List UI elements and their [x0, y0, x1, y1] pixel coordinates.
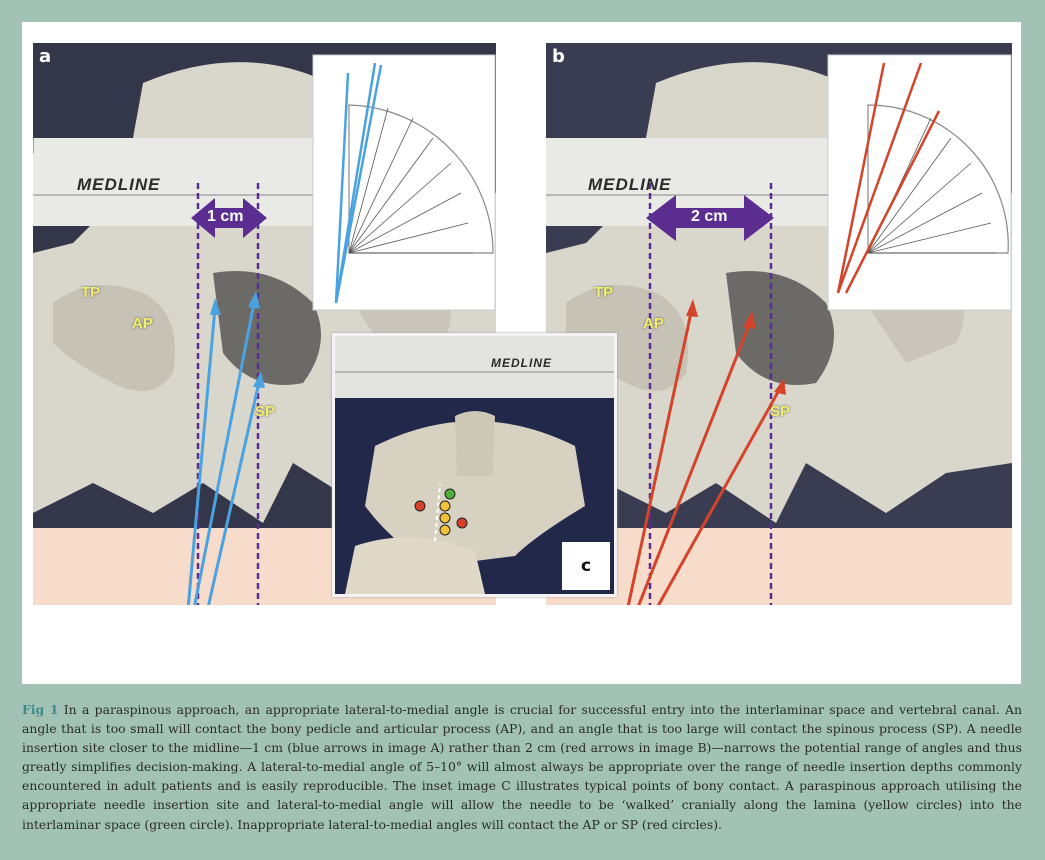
panel-a-letter: a: [39, 46, 52, 67]
panel-a-ruler-brand: MEDLINE: [77, 175, 161, 194]
panel-c-letter: c: [562, 542, 610, 590]
panel-a-label-sp: SP: [255, 403, 276, 420]
panel-b-ruler-brand: MEDLINE: [588, 175, 672, 194]
figure-caption: Fig 1 In a paraspinous approach, an appr…: [22, 700, 1022, 834]
panel-b-photo: b MEDLINE 2 cm TP AP SP: [546, 43, 1012, 605]
panel-c-image: [335, 336, 614, 594]
panel-a-photo: a MEDLINE 1 cm TP AP SP: [33, 43, 496, 605]
panel-b-letter: b: [552, 46, 565, 67]
panel-b-label-ap: AP: [643, 315, 664, 332]
panel-c-ruler-brand: MEDLINE: [491, 356, 552, 370]
panel-b-label-sp: SP: [770, 403, 791, 420]
panel-a-image: [33, 43, 496, 605]
panel-a-label-tp: TP: [81, 284, 101, 301]
figure-caption-label: Fig 1: [22, 702, 59, 717]
figure-caption-text: In a paraspinous approach, an appropriat…: [22, 702, 1022, 832]
panel-b-width-label: 2 cm: [691, 208, 728, 225]
panel-b-image: [546, 43, 1012, 605]
panel-a-label-ap: AP: [132, 315, 153, 332]
panel-a-width-label: 1 cm: [207, 208, 244, 225]
panel-b-label-tp: TP: [594, 284, 614, 301]
panel-c-inset: MEDLINE c: [332, 333, 617, 597]
